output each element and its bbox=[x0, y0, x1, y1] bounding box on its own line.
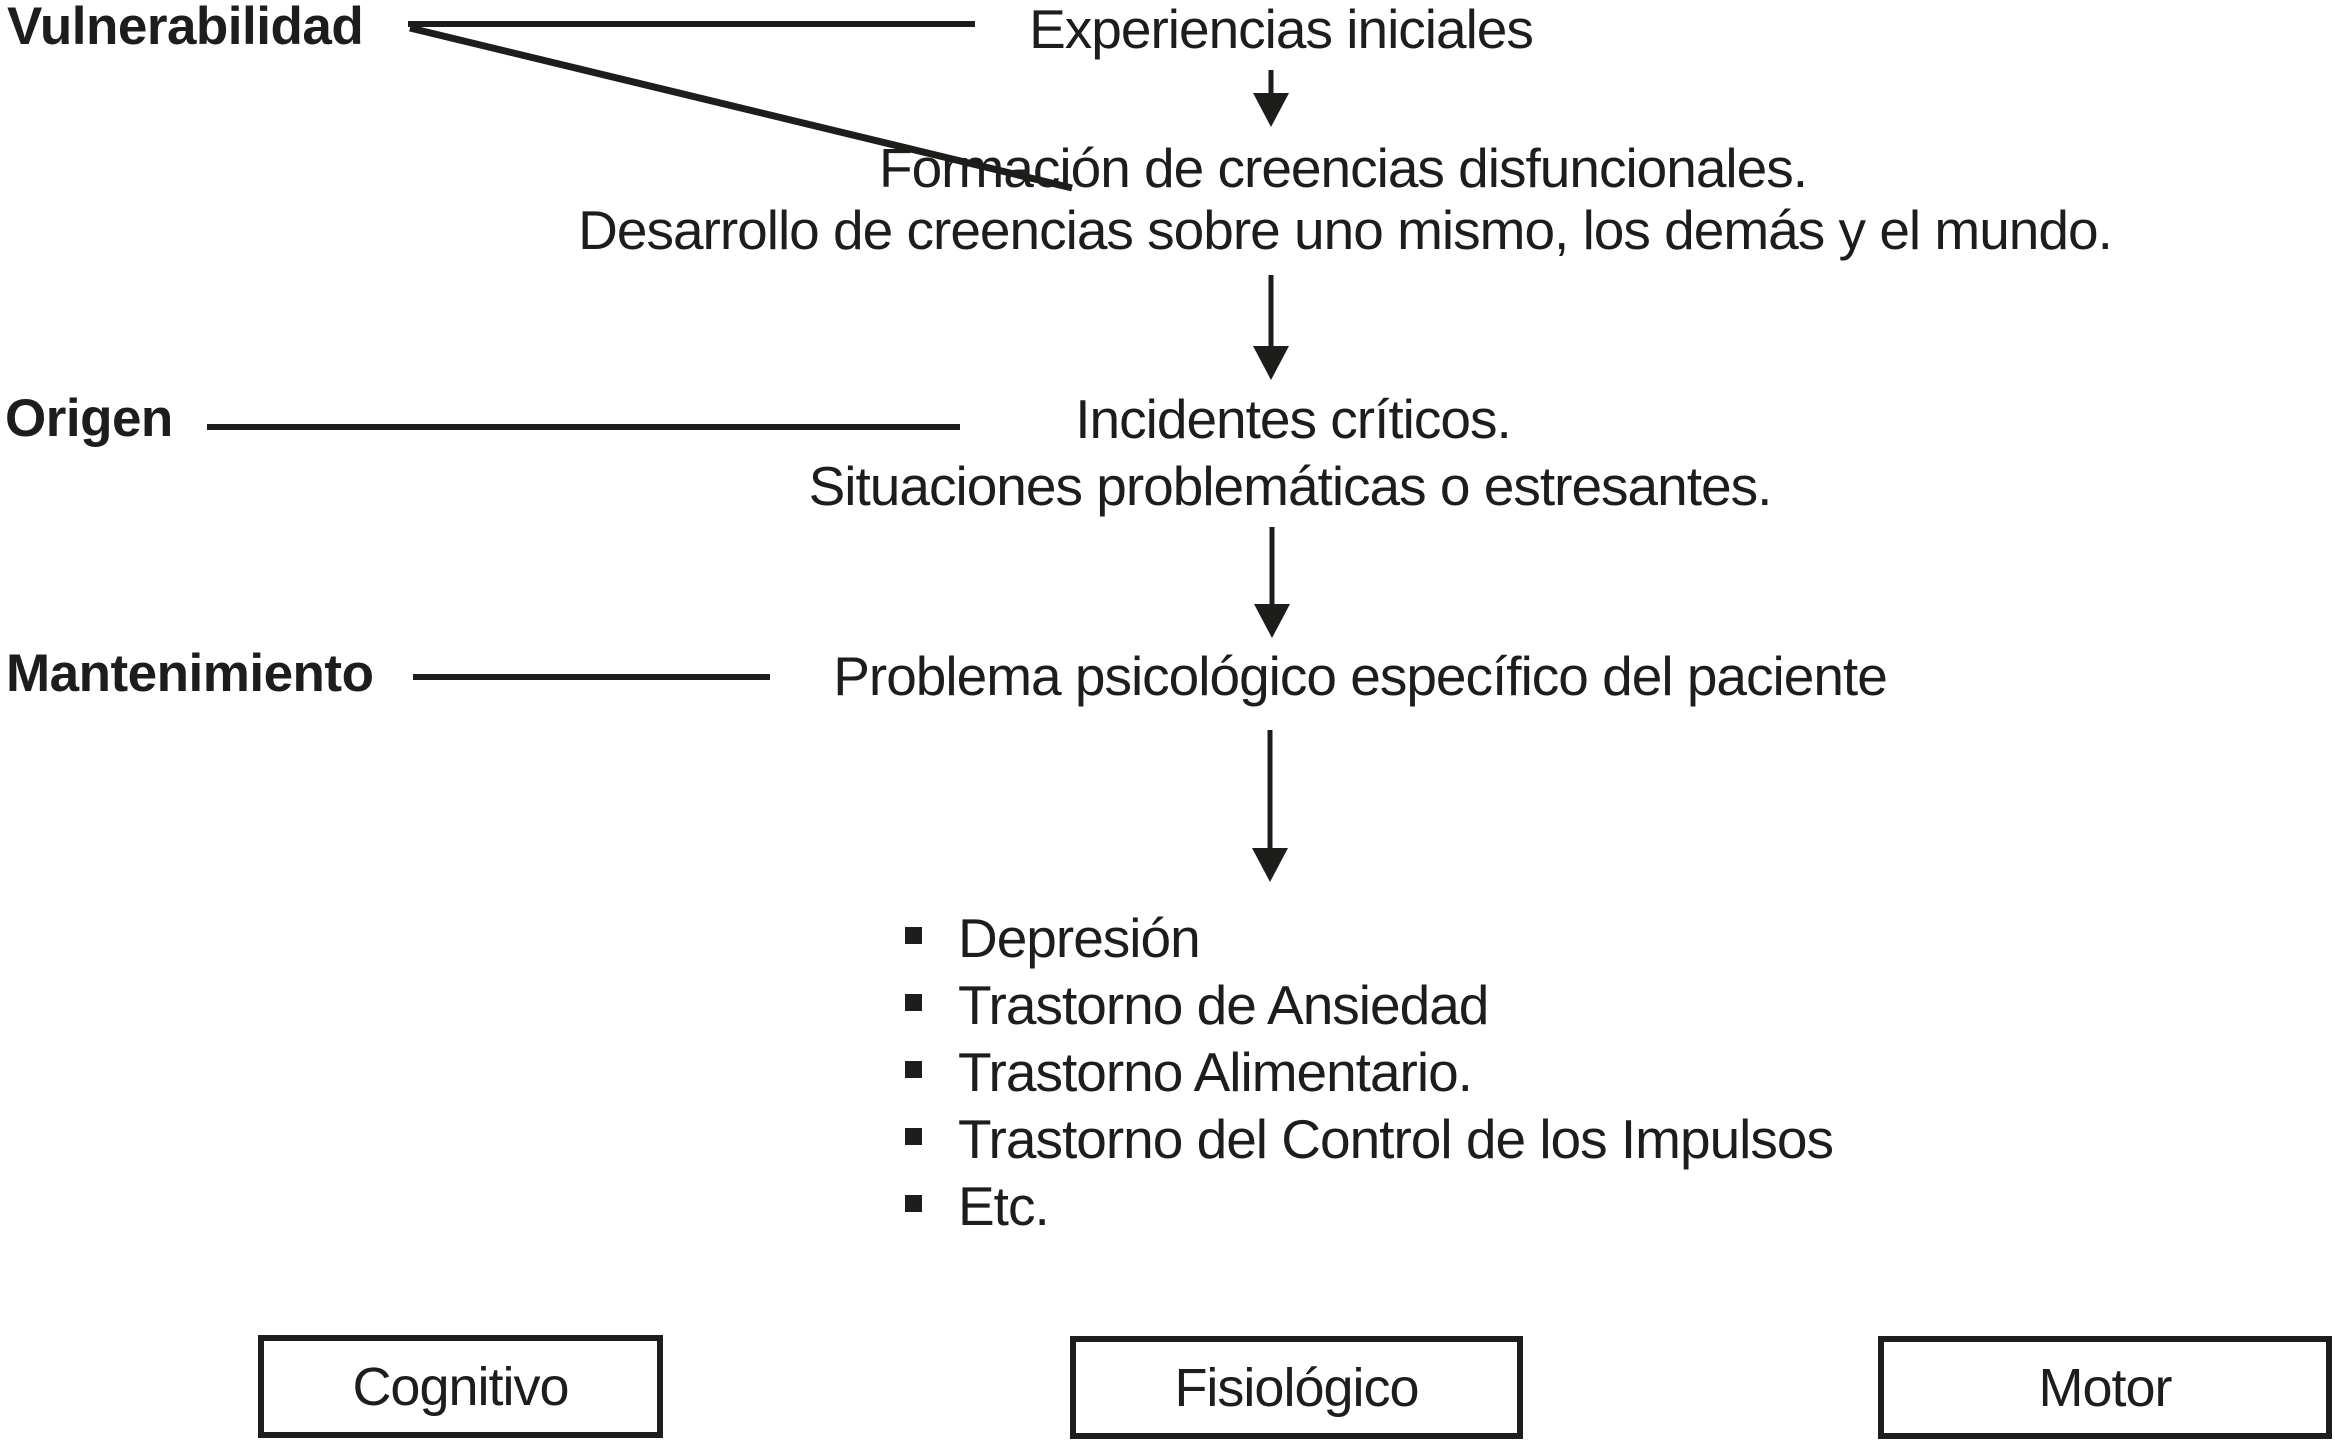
box-fisiologico: Fisiológico bbox=[1070, 1336, 1523, 1439]
text-formacion-creencias: Formación de creencias disfuncionales. bbox=[878, 137, 1808, 199]
square-bullet-icon bbox=[905, 1061, 922, 1078]
disorder-item-label: Etc. bbox=[958, 1175, 1050, 1237]
square-bullet-icon bbox=[905, 1128, 922, 1145]
square-bullet-icon bbox=[905, 1195, 922, 1212]
down-arrow-1 bbox=[1253, 70, 1289, 127]
down-arrow-2 bbox=[1253, 275, 1289, 380]
down-arrow-4 bbox=[1252, 730, 1288, 882]
text-incidentes-criticos: Incidentes críticos. bbox=[1075, 388, 1511, 450]
disorder-item: Etc. bbox=[905, 1176, 1833, 1243]
text-desarrollo-creencias: Desarrollo de creencias sobre uno mismo,… bbox=[578, 199, 2113, 261]
box-fisiologico-label: Fisiológico bbox=[1174, 1357, 1419, 1418]
disorder-list: Depresión Trastorno de Ansiedad Trastorn… bbox=[905, 908, 1834, 1243]
disorder-item: Trastorno Alimentario. bbox=[905, 1042, 1833, 1109]
disorder-item-label: Depresión bbox=[958, 907, 1201, 969]
disorder-item-label: Trastorno de Ansiedad bbox=[958, 974, 1489, 1036]
disorder-item-label: Trastorno del Control de los Impulsos bbox=[958, 1108, 1834, 1170]
box-motor: Motor bbox=[1878, 1336, 2332, 1439]
text-experiencias-iniciales: Experiencias iniciales bbox=[1029, 0, 1534, 60]
box-cognitivo-label: Cognitivo bbox=[352, 1356, 569, 1417]
box-cognitivo: Cognitivo bbox=[258, 1335, 663, 1438]
disorder-item: Trastorno de Ansiedad bbox=[905, 975, 1833, 1042]
square-bullet-icon bbox=[905, 994, 922, 1011]
label-mantenimiento: Mantenimiento bbox=[6, 644, 374, 703]
text-problema-psicologico: Problema psicológico específico del paci… bbox=[833, 645, 1888, 707]
disorder-item: Depresión bbox=[905, 908, 1833, 975]
down-arrow-3 bbox=[1254, 527, 1290, 638]
box-motor-label: Motor bbox=[2038, 1357, 2172, 1418]
label-origen: Origen bbox=[5, 389, 173, 448]
disorder-item-label: Trastorno Alimentario. bbox=[958, 1041, 1473, 1103]
label-vulnerabilidad: Vulnerabilidad bbox=[7, 0, 364, 56]
square-bullet-icon bbox=[905, 927, 922, 944]
text-situaciones-problematicas: Situaciones problemáticas o estresantes. bbox=[808, 455, 1773, 517]
disorder-item: Trastorno del Control de los Impulsos bbox=[905, 1108, 1834, 1176]
